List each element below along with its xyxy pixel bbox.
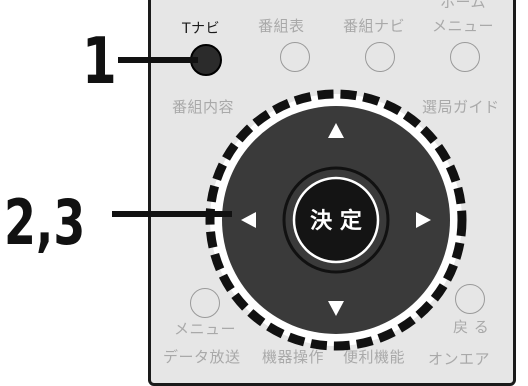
dpad-center-button[interactable]: [292, 176, 380, 264]
convenience-label: 便利機能: [343, 348, 406, 366]
channel-guide-label: 選局ガイド: [422, 98, 500, 116]
program-info-label: 番組内容: [172, 98, 235, 116]
dpad-center-label: 決 定: [310, 208, 362, 234]
step-2-3-leader-line: [112, 211, 232, 217]
step-1-label: 1: [82, 25, 117, 99]
program-navi-button[interactable]: [365, 42, 395, 72]
down-arrow-icon[interactable]: [328, 301, 344, 316]
tnavi-label: Tナビ: [182, 21, 221, 37]
step-2-3-label: 2,3: [4, 186, 86, 259]
menu-button[interactable]: [190, 288, 220, 318]
menu-label: メニュー: [174, 320, 237, 338]
device-operation-label: 機器操作: [262, 348, 325, 366]
epg-button[interactable]: [280, 42, 310, 72]
home-menu-label-line1: ホーム: [440, 0, 487, 11]
epg-label: 番組表: [258, 17, 305, 35]
data-broadcast-label: データ放送: [163, 348, 241, 366]
back-label: 戻 る: [453, 318, 490, 336]
program-navi-label: 番組ナビ: [343, 17, 406, 35]
dpad-graphic: 決 定: [205, 89, 467, 351]
on-air-label: オンエア: [428, 350, 491, 368]
step-1-leader-line: [118, 57, 198, 63]
home-menu-button[interactable]: [450, 42, 480, 72]
left-arrow-icon[interactable]: [241, 212, 256, 228]
home-menu-label-line2: メニュー: [432, 17, 495, 35]
right-arrow-icon[interactable]: [416, 212, 431, 228]
back-button[interactable]: [455, 284, 485, 314]
up-arrow-icon[interactable]: [328, 123, 344, 138]
tnavi-button[interactable]: [190, 44, 222, 76]
